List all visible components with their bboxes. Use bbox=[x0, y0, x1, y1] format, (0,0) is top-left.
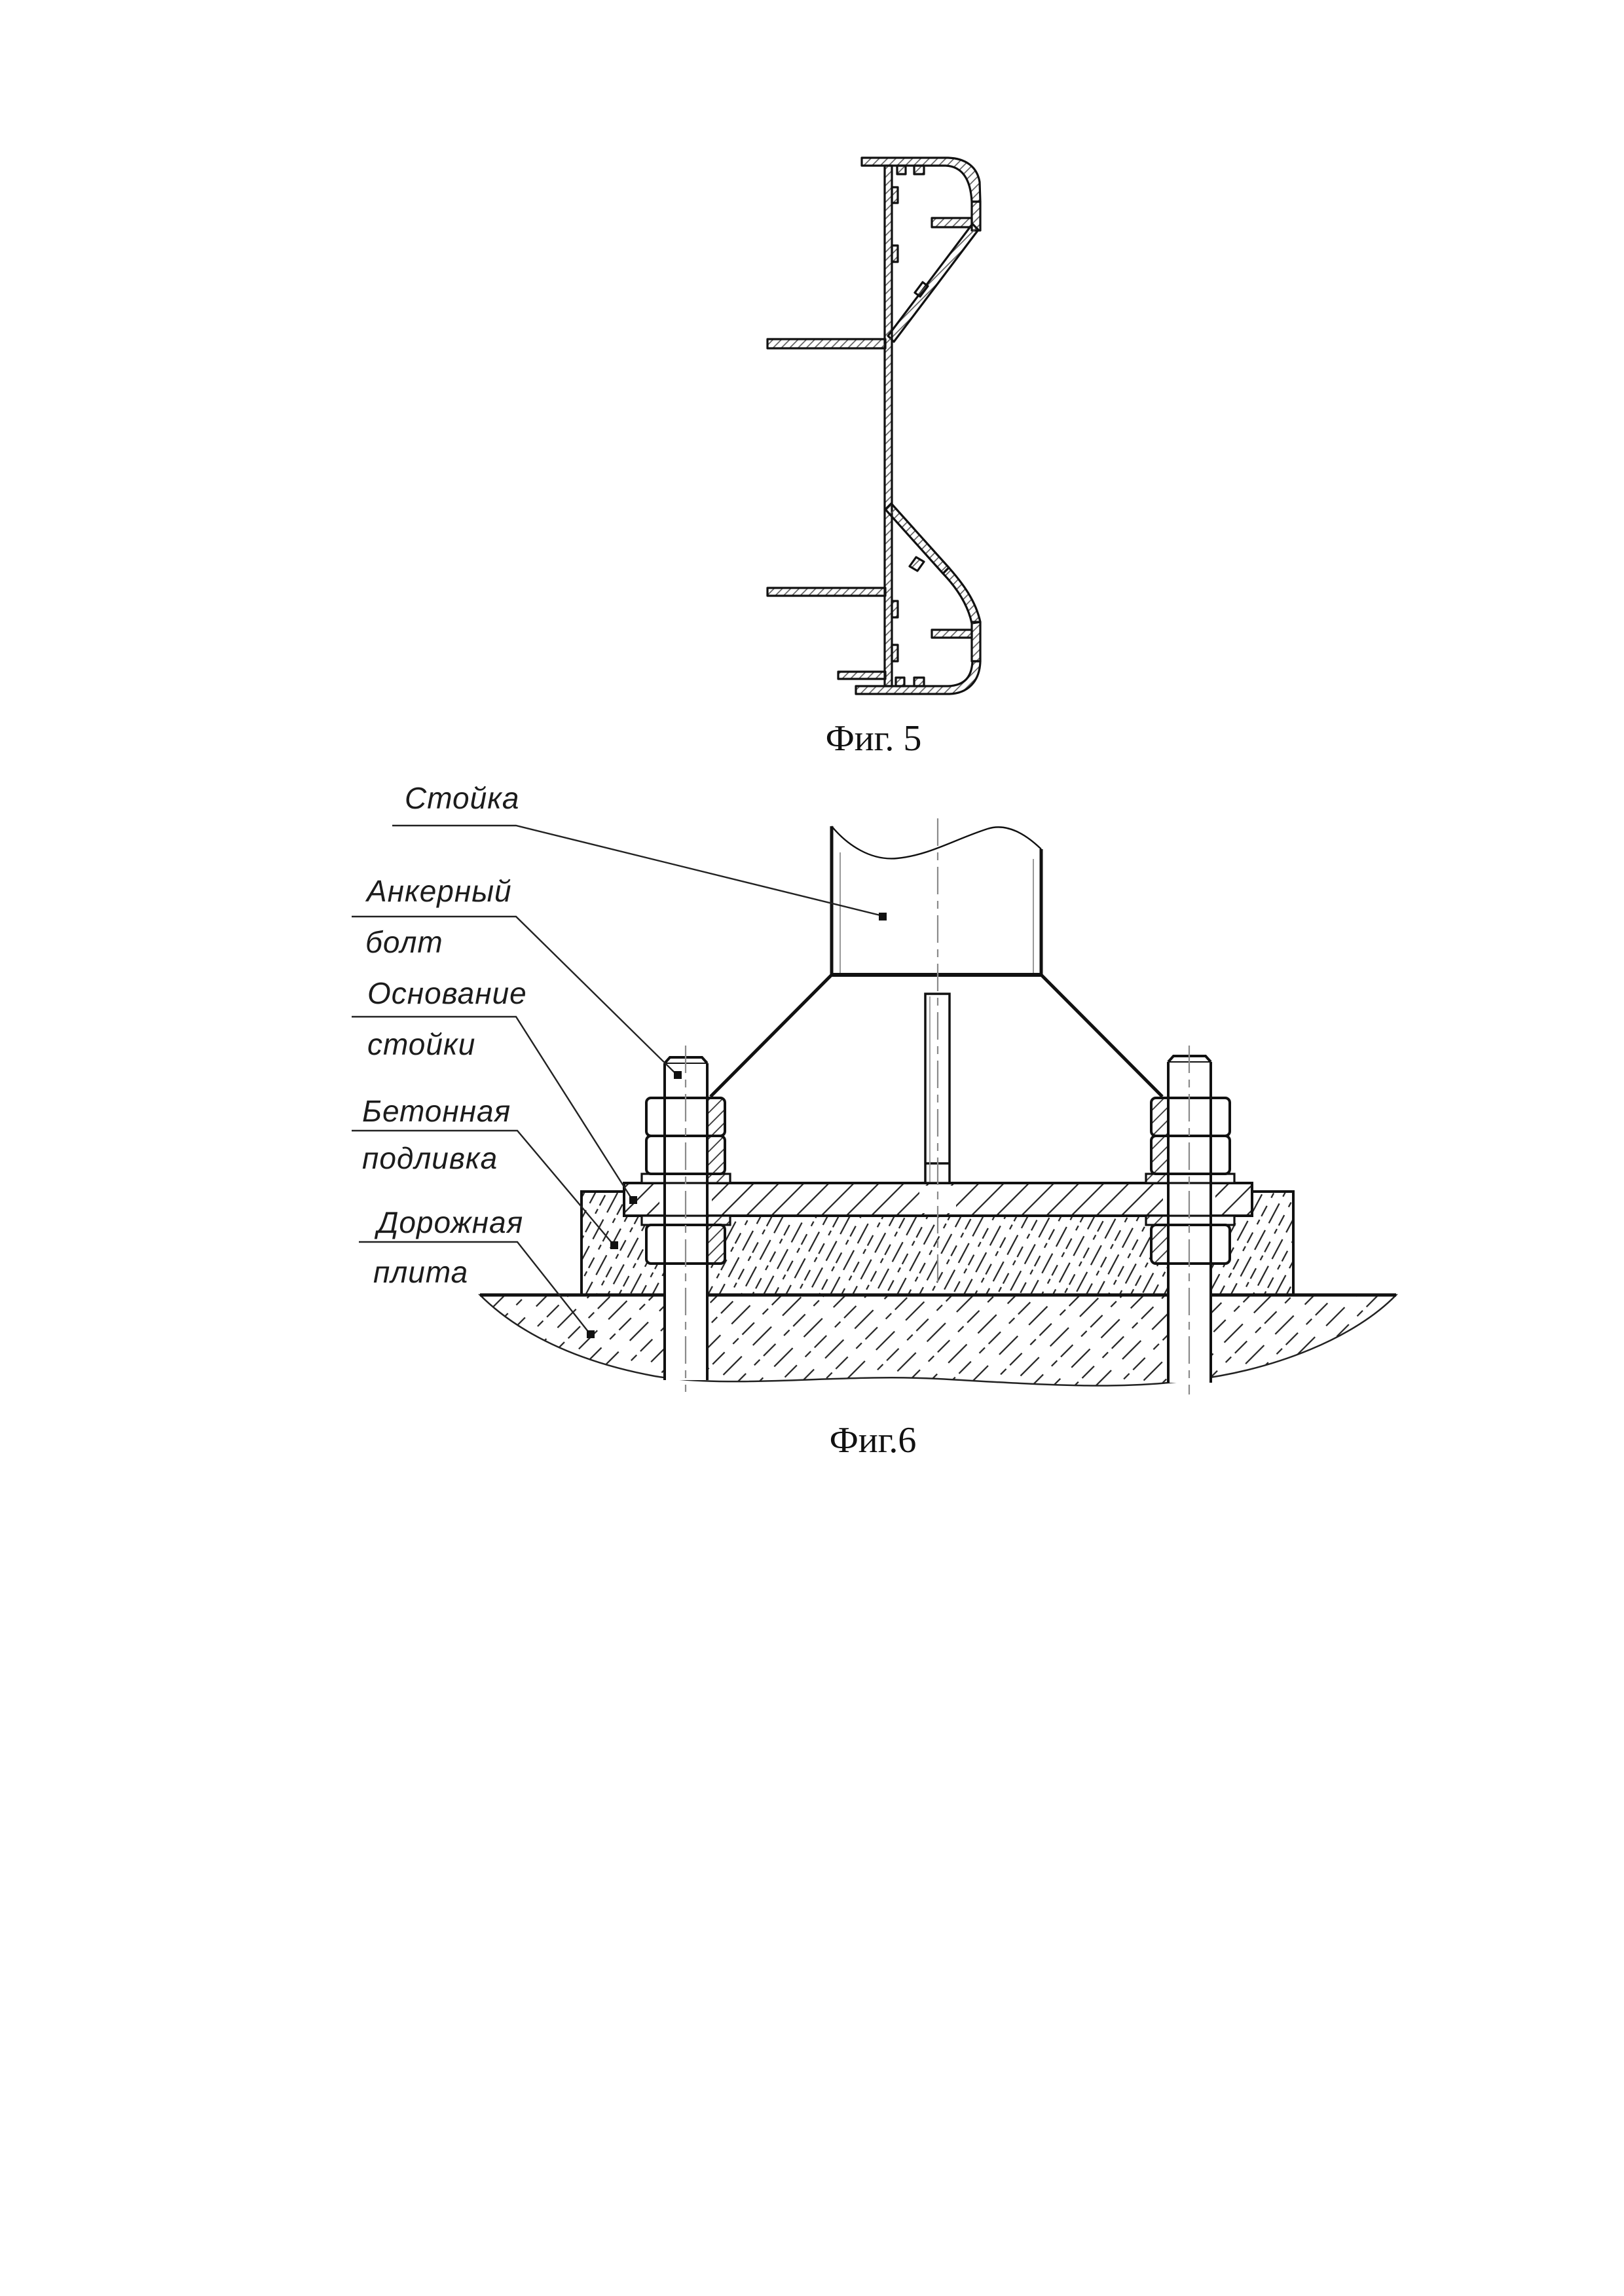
post-break-line bbox=[831, 826, 1042, 860]
fig5-upper-diagonal-tooth bbox=[913, 281, 929, 298]
fig6-anchor-drawing bbox=[352, 818, 1398, 1394]
label-anchor-bolt-line2: болт bbox=[365, 925, 443, 959]
fig5-tooth bbox=[896, 164, 907, 175]
post-flare-right bbox=[1040, 974, 1164, 1098]
label-anchor-bolt-line1: Анкерный bbox=[367, 874, 512, 908]
leader-dots bbox=[587, 913, 887, 1338]
fig5-bottom-flange bbox=[855, 660, 982, 695]
label-post-base-line2: стойки bbox=[367, 1027, 476, 1061]
fig5-lower-ledge bbox=[931, 629, 973, 639]
label-concrete-grout-line1: Бетонная bbox=[362, 1094, 511, 1128]
fig5-lower-diagonal-tooth bbox=[908, 556, 925, 572]
label-concrete-grout-line2: подливка bbox=[362, 1141, 498, 1175]
fig5-web bbox=[883, 164, 893, 687]
fig5-caption: Фиг. 5 bbox=[825, 718, 922, 759]
leader-dot-anchor-bolt bbox=[674, 1071, 682, 1079]
label-post-base-line1: Основание bbox=[367, 976, 527, 1010]
leader-lines bbox=[352, 824, 881, 1333]
leader-dot-concrete-grout bbox=[610, 1241, 618, 1249]
label-road-slab-line1: Дорожная bbox=[377, 1205, 524, 1239]
leader-dot-post-base bbox=[629, 1196, 637, 1204]
fig5-left-flange-lower bbox=[766, 587, 887, 597]
fig6-caption: Фиг.6 bbox=[829, 1420, 917, 1461]
leader-anchor-bolt bbox=[352, 915, 676, 1074]
post-flare-left bbox=[709, 974, 833, 1098]
fig5-upper-diagonal bbox=[887, 223, 980, 343]
leader-dot-post bbox=[879, 913, 887, 920]
post-shape bbox=[830, 826, 1043, 977]
fig5-profile-drawing bbox=[766, 156, 982, 695]
fig5-web-lug bbox=[891, 600, 899, 619]
leader-post bbox=[392, 824, 881, 917]
label-road-slab-line2: плита bbox=[373, 1255, 469, 1289]
fig5-web-lug bbox=[891, 186, 899, 204]
leader-concrete-grout bbox=[352, 1129, 613, 1244]
leader-road-slab bbox=[359, 1241, 589, 1333]
fig5-tooth bbox=[913, 164, 925, 175]
centerlines bbox=[684, 818, 1190, 1394]
fig5-tooth bbox=[913, 676, 925, 687]
fig5-web-lug bbox=[891, 644, 899, 663]
leader-post-base bbox=[352, 1015, 633, 1199]
fig5-tooth bbox=[895, 676, 906, 687]
fig5-left-stub bbox=[837, 670, 887, 680]
fig5-lower-wall bbox=[970, 621, 982, 663]
fig5-upper-ledge bbox=[931, 217, 973, 228]
leader-dot-road-slab bbox=[587, 1330, 595, 1338]
label-post: Стойка bbox=[405, 781, 520, 815]
fig5-top-flange bbox=[860, 156, 982, 203]
fig5-lower-wall-curve bbox=[942, 566, 982, 625]
road-slab bbox=[477, 1294, 1398, 1387]
fig5-left-flange-upper bbox=[766, 338, 887, 350]
fig5-web-lug bbox=[891, 244, 899, 263]
